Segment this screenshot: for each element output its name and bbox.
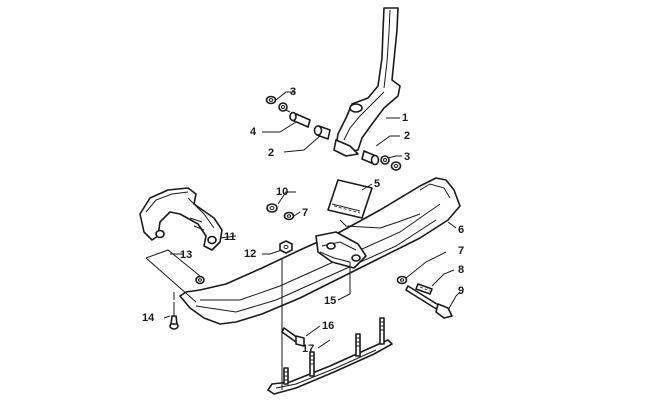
bolt-16 <box>281 327 305 347</box>
right-nut-3 <box>390 161 402 171</box>
nut-10 <box>266 203 278 213</box>
callout-3-right: 3 <box>404 151 410 163</box>
callout-12: 12 <box>244 248 256 260</box>
sleeve-4 <box>289 111 311 128</box>
left-bushing-2 <box>313 125 331 140</box>
left-nut-3 <box>265 95 277 105</box>
callout-17: 17 <box>302 343 314 355</box>
callout-7-left: 7 <box>302 207 308 219</box>
callout-3-left: 3 <box>290 86 296 98</box>
callout-7-right: 7 <box>458 245 464 257</box>
callout-1: 1 <box>402 112 408 124</box>
ski-6 <box>179 177 461 325</box>
ski-pad-5 <box>327 179 373 219</box>
callout-11: 11 <box>224 231 236 243</box>
bushing-8 <box>415 283 433 295</box>
nut-13 <box>195 275 205 285</box>
callout-15: 15 <box>324 295 336 307</box>
callout-5: 5 <box>374 178 380 190</box>
callout-8: 8 <box>458 264 464 276</box>
callout-14: 14 <box>142 312 155 324</box>
callout-16: 16 <box>322 320 334 332</box>
bolt-9 <box>405 285 453 319</box>
callout-13: 13 <box>180 249 192 261</box>
right-bushing-2 <box>361 150 380 166</box>
callout-2-left: 2 <box>268 147 274 159</box>
left-washer-3 <box>278 102 288 112</box>
nut-12 <box>279 240 293 254</box>
callout-10: 10 <box>276 186 288 198</box>
ski-loop-11 <box>139 187 223 251</box>
bolt-14 <box>169 302 179 330</box>
right-washer-3 <box>380 155 390 165</box>
leader-lines <box>145 91 461 390</box>
callout-2-right: 2 <box>404 130 410 142</box>
spindle-part <box>333 7 401 157</box>
washer-7-right <box>396 275 408 285</box>
callout-labels: 1 2 2 3 3 4 5 6 7 7 8 9 10 11 12 13 14 1… <box>142 86 464 355</box>
callout-4: 4 <box>250 126 257 138</box>
washer-7-left <box>283 211 295 221</box>
callout-6: 6 <box>458 224 464 236</box>
wear-bar-17 <box>267 317 393 395</box>
callout-9: 9 <box>458 285 464 297</box>
